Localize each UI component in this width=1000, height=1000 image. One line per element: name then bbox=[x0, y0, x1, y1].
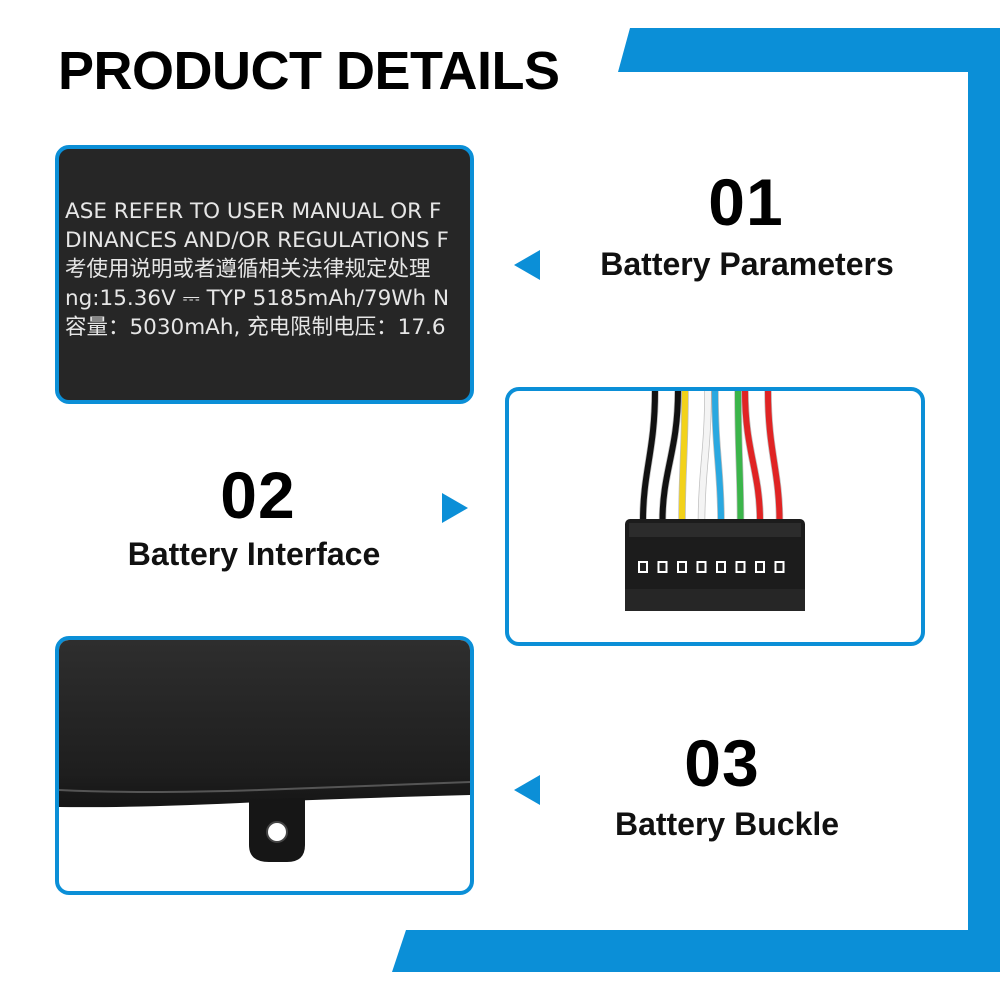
feature-caption-parameters: Battery Parameters bbox=[600, 246, 894, 282]
page-title: PRODUCT DETAILS bbox=[58, 41, 560, 101]
label-line: ASE REFER TO USER MANUAL OR F bbox=[65, 199, 442, 224]
accent-frame-top bbox=[618, 28, 1000, 72]
connector-wire bbox=[659, 391, 681, 522]
feature-caption-interface: Battery Interface bbox=[127, 536, 381, 572]
connector-wire bbox=[712, 391, 724, 522]
connector-wire bbox=[765, 391, 783, 522]
battery-buckle-icon bbox=[59, 640, 470, 862]
connector-wire bbox=[679, 391, 688, 522]
connector-photo bbox=[505, 387, 925, 646]
connector-wire bbox=[640, 391, 658, 522]
feature-number-03: 03 bbox=[684, 726, 760, 800]
wire-connector-icon bbox=[625, 391, 805, 611]
label-line: 考使用说明或者遵循相关法律规定处理 bbox=[65, 257, 431, 282]
feature-number-01: 01 bbox=[708, 165, 784, 239]
battery-label-photo: ASE REFER TO USER MANUAL OR F DINANCES A… bbox=[55, 145, 474, 404]
label-line: ng:15.36V ⎓ TYP 5185mAh/79Wh N bbox=[65, 286, 450, 311]
feature-number-02: 02 bbox=[220, 458, 296, 532]
battery-label-text: ASE REFER TO USER MANUAL OR F DINANCES A… bbox=[65, 197, 470, 342]
pointer-arrow-left-icon bbox=[514, 250, 540, 280]
feature-caption-buckle: Battery Buckle bbox=[614, 806, 840, 842]
accent-frame-bottom bbox=[392, 930, 1000, 972]
label-line: 容量：5030mAh, 充电限制电压：17.6 bbox=[65, 315, 446, 340]
connector-wire bbox=[698, 391, 711, 522]
accent-frame-right bbox=[968, 28, 1000, 972]
connector-wire bbox=[742, 391, 763, 522]
pointer-arrow-left-icon bbox=[514, 775, 540, 805]
label-line: DINANCES AND/OR REGULATIONS F bbox=[65, 228, 449, 253]
battery-buckle-photo bbox=[55, 636, 474, 895]
pointer-arrow-right-icon bbox=[442, 493, 468, 523]
connector-wire bbox=[735, 391, 744, 522]
